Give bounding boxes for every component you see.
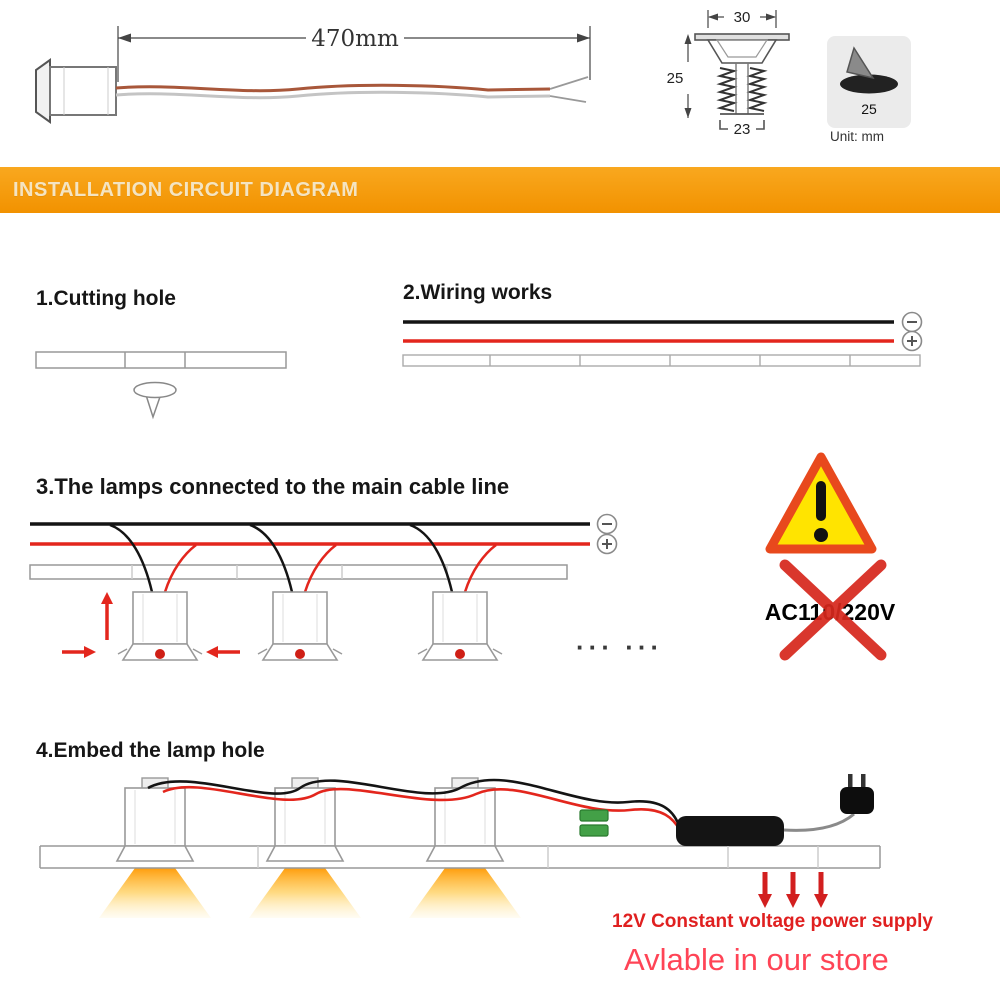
drill-hole-icon bbox=[840, 46, 898, 94]
positive-terminal-icon bbox=[901, 330, 923, 352]
negative-terminal-icon bbox=[596, 513, 618, 535]
lamp-cross-section-drawing: 30 25 23 bbox=[667, 9, 790, 138]
more-lamps-ellipsis: ··· ··· bbox=[576, 632, 664, 662]
light-beam bbox=[409, 868, 521, 918]
positive-terminal-icon bbox=[596, 533, 618, 555]
power-supply-label: 12V Constant voltage power supply bbox=[612, 911, 933, 932]
section-banner: INSTALLATION CIRCUIT DIAGRAM bbox=[0, 167, 1000, 213]
terminal-blocks bbox=[579, 809, 609, 837]
store-availability-label: Avlable in our store bbox=[624, 942, 889, 977]
power-cable bbox=[115, 76, 589, 103]
light-beam bbox=[99, 868, 211, 918]
heatsink-coils bbox=[716, 67, 768, 112]
step-4-title: 4.Embed the lamp hole bbox=[36, 739, 265, 762]
step-1-title: 1.Cutting hole bbox=[36, 287, 176, 310]
banner-title: INSTALLATION CIRCUIT DIAGRAM bbox=[13, 178, 359, 201]
led-driver bbox=[676, 816, 784, 846]
unit-label: Unit: mm bbox=[830, 129, 884, 144]
light-beam bbox=[249, 868, 361, 918]
hole-diameter-label: 25 bbox=[861, 101, 877, 117]
power-plug bbox=[783, 774, 874, 832]
step-2-title: 2.Wiring works bbox=[403, 281, 553, 304]
mounting-strip bbox=[402, 354, 921, 367]
lamps-connection-drawing bbox=[29, 513, 618, 662]
embedded-lamps-drawing bbox=[39, 774, 881, 918]
negative-terminal-icon bbox=[901, 311, 923, 333]
cutting-hole-drawing bbox=[35, 351, 287, 420]
mini-spotlight-side-view bbox=[35, 58, 117, 124]
step-3-title: 3.The lamps connected to the main cable … bbox=[36, 474, 510, 499]
width-top-label: 30 bbox=[734, 9, 751, 26]
width-bottom-label: 23 bbox=[734, 121, 751, 138]
cable-length-label: 470mm bbox=[311, 26, 399, 52]
board-with-hole bbox=[35, 351, 287, 369]
lamp-cable-drawing: 470mm bbox=[35, 26, 591, 124]
warning-triangle-icon bbox=[765, 452, 877, 554]
direction-arrows bbox=[62, 592, 240, 658]
hole-size-box: 25 bbox=[827, 36, 911, 128]
prohibited-cross-icon bbox=[779, 559, 887, 661]
wiring-drawing bbox=[402, 311, 923, 367]
embedded-lamp bbox=[116, 777, 194, 862]
cut-piece bbox=[133, 381, 177, 420]
mounting-strip bbox=[29, 564, 568, 580]
series-wiring bbox=[147, 778, 682, 831]
power-supply-arrows bbox=[758, 872, 828, 908]
height-label: 25 bbox=[667, 70, 684, 87]
